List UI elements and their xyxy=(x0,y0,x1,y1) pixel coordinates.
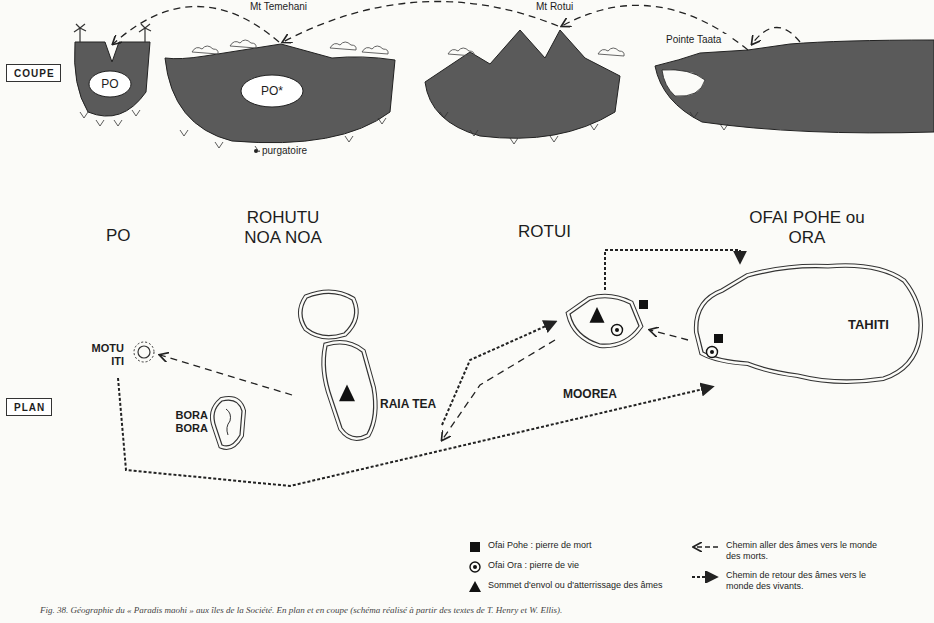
legend-text: Sommet d'envol ou d'atterrissage des âme… xyxy=(488,580,663,591)
legend-entry: Chemin aller des âmes vers le monde des … xyxy=(690,540,890,562)
figure-caption: Fig. 38. Géographie du « Paradis maohi »… xyxy=(40,605,920,615)
soul-flight-arcs xyxy=(113,2,800,51)
soul-summit-symbol xyxy=(339,384,355,401)
cavity-label: PO xyxy=(101,77,118,91)
realm-heading: ROTUI xyxy=(516,222,600,242)
island-outline xyxy=(292,288,442,448)
island-tahiti: TAHITI xyxy=(688,262,928,387)
section-tag: COUPE xyxy=(6,64,61,82)
outbound-soul-path xyxy=(650,330,688,340)
legend-text: Ofai Ora : pierre de vie xyxy=(488,560,579,571)
island-name: MOOREA xyxy=(563,388,643,402)
outbound-soul-path xyxy=(442,340,555,440)
legend-swatch xyxy=(690,541,720,553)
peak-label: Mt Rotui xyxy=(534,1,594,13)
cloud-symbols xyxy=(192,40,624,56)
realm-heading: PO xyxy=(104,226,148,246)
section-tag-text: PLAN xyxy=(14,402,44,414)
stone-of-death-symbol xyxy=(714,334,723,343)
realm-heading: ROHUTU NOA NOA xyxy=(226,208,340,247)
place-label: purgatoire xyxy=(260,145,324,157)
realm-heading: OFAI POHE ou ORA xyxy=(740,208,874,247)
legend-entry: Chemin de retour des âmes vers le monde … xyxy=(690,570,890,592)
peak-label: Mt Temehani xyxy=(248,1,322,13)
legend-text: Chemin de retour des âmes vers le monde … xyxy=(726,570,890,592)
island-name: BORA BORA xyxy=(160,409,208,434)
legend-entry: Ofai Pohe : pierre de mort xyxy=(468,540,678,553)
island-name: TAHITI xyxy=(848,318,914,333)
island-moorea: MOOREA xyxy=(555,290,650,408)
return-soul-path xyxy=(605,250,740,290)
return-soul-path xyxy=(118,378,712,486)
legend-entry: Sommet d'envol ou d'atterrissage des âme… xyxy=(468,580,678,593)
island-bora-bora: BORA BORA xyxy=(160,395,250,455)
underworld-cavity: PO* xyxy=(240,74,304,108)
island-motu-iti: MOTU ITI xyxy=(76,336,160,378)
island-outline xyxy=(688,262,928,387)
stone-of-death-symbol xyxy=(639,300,648,309)
outbound-soul-path xyxy=(160,355,292,395)
island-raiatea: RAIA TEA xyxy=(292,288,442,448)
cavity-label: PO* xyxy=(261,84,283,98)
return-soul-path xyxy=(442,322,555,425)
stone-of-life-symbol xyxy=(707,347,718,358)
place-label: Pointe Taata xyxy=(664,34,732,46)
island-name: MOTU ITI xyxy=(76,342,124,367)
po-island-section xyxy=(74,24,151,126)
legend-swatch xyxy=(690,571,720,583)
legend-entry: Ofai Ora : pierre de vie xyxy=(468,560,678,573)
tahiti-section xyxy=(655,40,934,133)
legend-text: Ofai Pohe : pierre de mort xyxy=(488,540,592,551)
legend-text: Chemin aller des âmes vers le monde des … xyxy=(726,540,890,562)
underworld-cavity: PO xyxy=(88,70,132,98)
island-name: RAIA TEA xyxy=(380,398,442,412)
stone-of-life-symbol xyxy=(612,325,623,336)
moorea-section xyxy=(425,30,620,144)
soul-summit-symbol xyxy=(590,307,605,323)
section-tag-text: COUPE xyxy=(14,68,53,80)
legend-swatch xyxy=(468,561,482,573)
section-tag: PLAN xyxy=(6,398,52,416)
raiatea-section xyxy=(165,44,395,153)
legend-swatch xyxy=(468,541,482,553)
legend-swatch xyxy=(468,581,482,593)
